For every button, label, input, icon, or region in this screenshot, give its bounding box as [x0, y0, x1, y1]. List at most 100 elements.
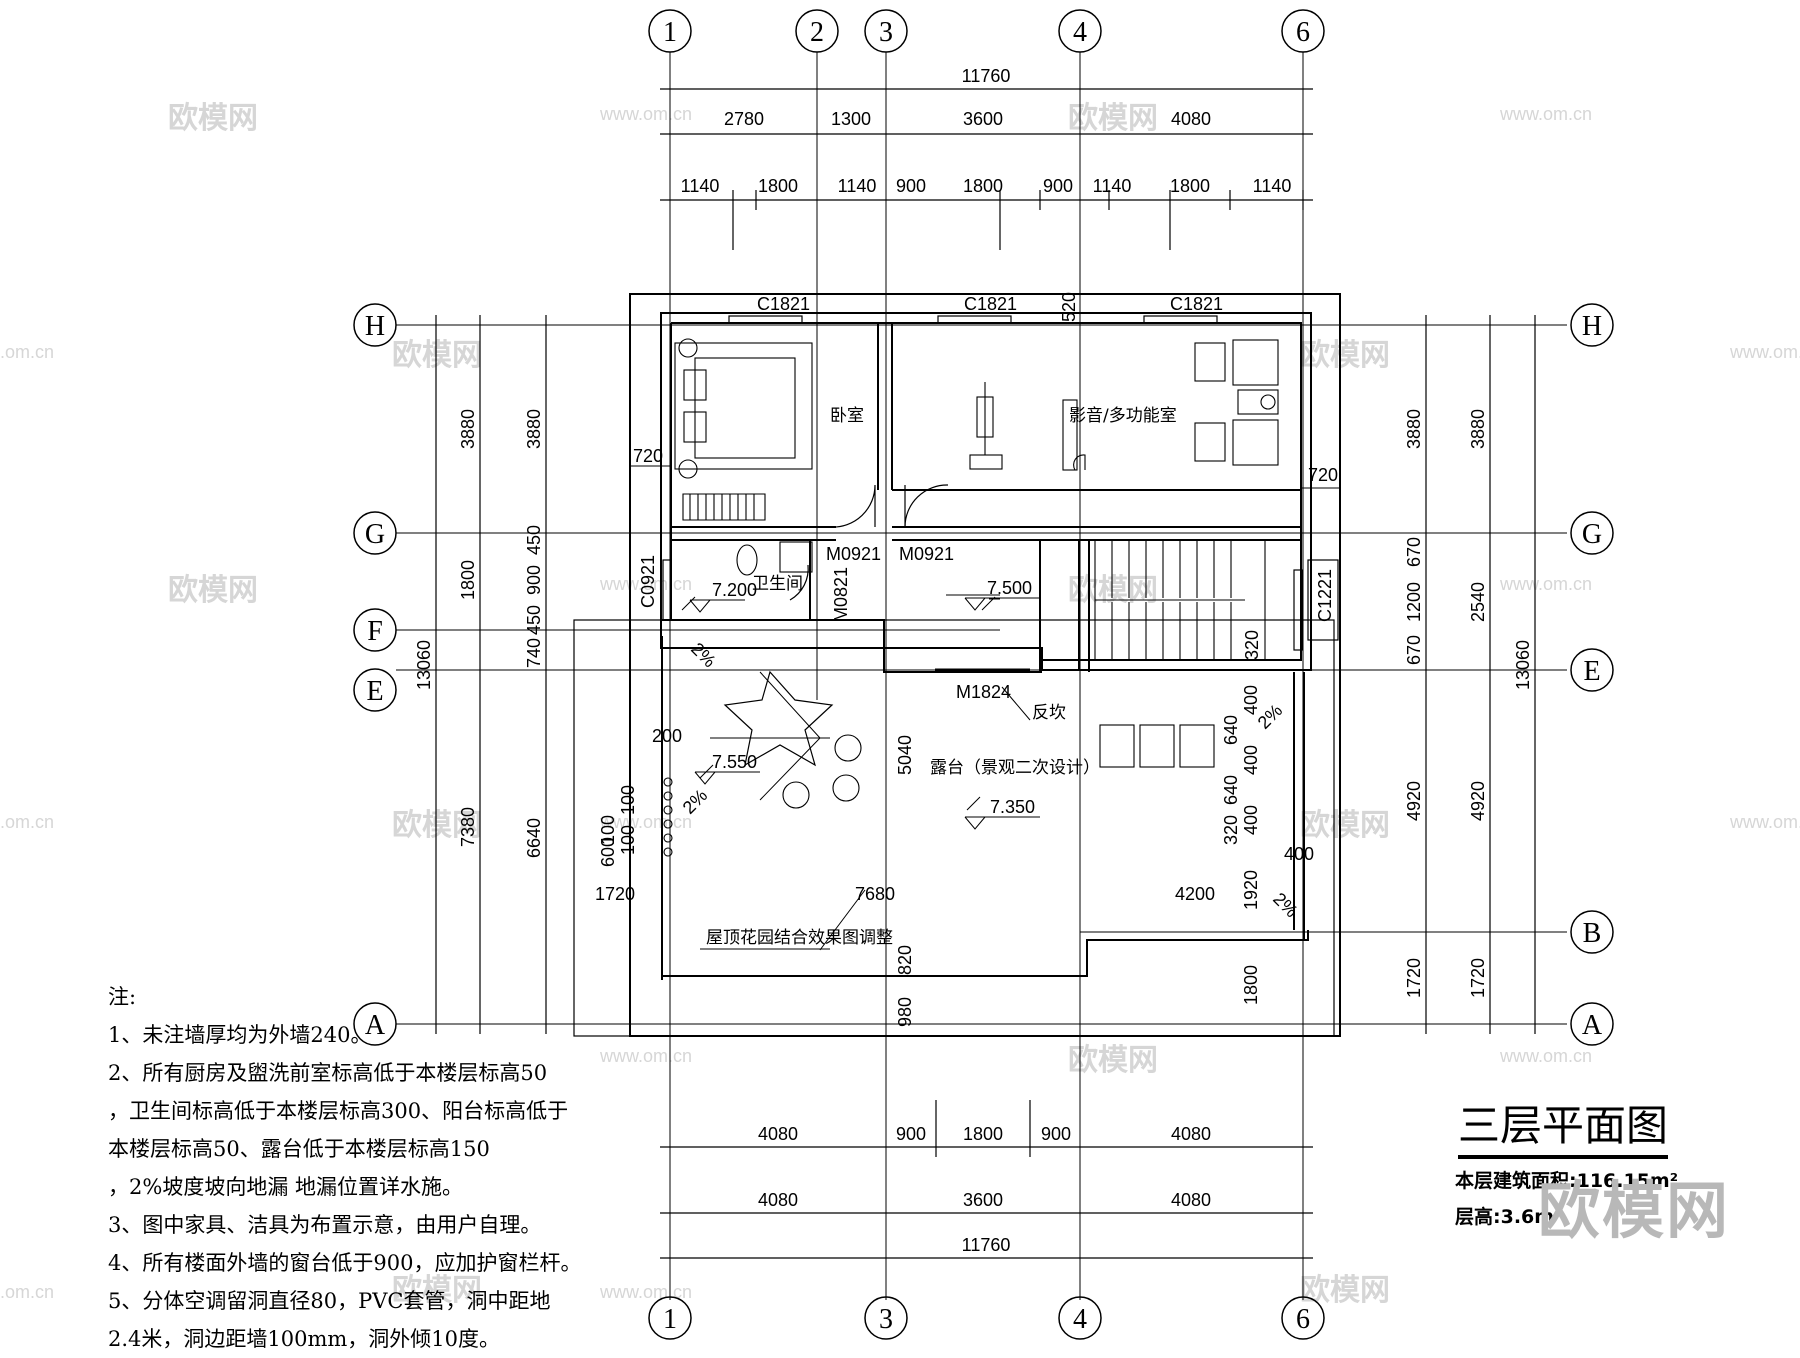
watermark-text: 欧模网 [392, 808, 482, 843]
window-tag: C1221 [1315, 569, 1335, 622]
dimension-text: 740 [524, 638, 544, 668]
dimension-text: 1200 [1404, 582, 1424, 622]
axis-label: H [1582, 311, 1602, 342]
axis-label: 4 [1073, 1304, 1087, 1335]
watermark-url: .om.cn [0, 1282, 54, 1302]
dimension-text: 450 [524, 525, 544, 555]
watermark-url: www.om.cn [1729, 342, 1800, 362]
dimension-text: 1920 [1241, 870, 1261, 910]
dimension-text: 100 [598, 815, 618, 845]
dimension-text: 2780 [724, 109, 764, 129]
room-label-bedroom: 卧室 [830, 406, 864, 426]
dimension-text: 400 [1241, 685, 1261, 715]
dimension-text: 600 [598, 837, 618, 867]
doors [789, 484, 1030, 672]
window-tag: C1821 [964, 294, 1017, 314]
watermark-url: www.om.cn [599, 1046, 692, 1066]
dimension-text: 820 [895, 945, 915, 975]
brand-logo: 欧模网 [1538, 1174, 1731, 1247]
dimension-text: 100 [618, 785, 638, 815]
top-dimension-lines [660, 88, 1313, 250]
floor-area: 本层建筑面积:116.15m² [1455, 1170, 1679, 1192]
bottom-dimension-lines [660, 1100, 1313, 1259]
watermark-text: 欧模网 [1300, 338, 1390, 373]
axis-label: 2 [810, 17, 824, 48]
dimension-text: 670 [1404, 537, 1424, 567]
door-tag: M0921 [826, 544, 881, 564]
watermark-url: www.om.cn [1729, 812, 1800, 832]
dimension-text: 900 [524, 565, 544, 595]
note-line: ，2%坡度坡向地漏 地漏位置详水施。 [108, 1175, 463, 1199]
watermark-text: 欧模网 [1300, 1273, 1390, 1308]
watermarks: 欧模网 欧模网 欧模网 欧模网 欧模网 欧模网 欧模网 欧模网 欧模网 欧模网 … [0, 101, 1800, 1308]
dimension-text: 900 [1041, 1124, 1071, 1144]
slope-text: 2% [1269, 889, 1302, 922]
axis-label: G [1582, 519, 1602, 550]
watermark-text: 欧模网 [168, 573, 258, 608]
watermark-url: www.om.cn [1499, 1046, 1592, 1066]
dimension-text: 720 [1308, 465, 1338, 485]
windows [662, 315, 1339, 651]
dimension-text: 1140 [681, 176, 720, 196]
axis-label: 3 [879, 1304, 893, 1335]
leaders [630, 465, 1340, 951]
note-line: 1、未注墙厚均为外墙240。 [108, 1023, 372, 1047]
watermark-url: www.om.cn [599, 574, 692, 594]
door-tag: M0821 [831, 567, 851, 622]
axis-label: E [366, 676, 383, 707]
dimension-text: 1720 [1404, 958, 1424, 998]
watermark-text: 欧模网 [392, 338, 482, 373]
dimension-text: 3600 [963, 1190, 1003, 1210]
elevation-text: 7.200 [712, 580, 757, 600]
dimension-text: 1140 [838, 176, 877, 196]
dimension-text: 3880 [458, 409, 478, 449]
dimension-text: 3880 [524, 409, 544, 449]
axis-label: 1 [663, 1304, 677, 1335]
dimension-text: 5040 [895, 735, 915, 775]
note-line: 3、图中家具、洁具为布置示意，由用户自理。 [108, 1213, 542, 1237]
watermark-text: 欧模网 [1068, 1043, 1158, 1078]
dimension-text: 1140 [1093, 176, 1132, 196]
drawing-info: 本层建筑面积:116.15m² 层高:3.6m [1455, 1163, 1678, 1235]
floor-height: 层高:3.6m [1455, 1206, 1555, 1228]
note-line: ，卫生间标高低于本楼层标高300、阳台标高低于 [108, 1099, 569, 1123]
furniture [663, 338, 1279, 857]
dimension-text: 13060 [414, 640, 434, 690]
note-reverse: 反坎 [1032, 703, 1066, 723]
dimension-text: 1800 [1170, 176, 1210, 196]
room-label-media: 影音/多功能室 [1069, 406, 1177, 426]
dimension-text: 4080 [758, 1124, 798, 1144]
dimension-text: 3880 [1468, 409, 1488, 449]
dimension-text: 720 [633, 446, 663, 466]
dimension-text: 1300 [831, 109, 871, 129]
watermark-url: www.om.cn [599, 104, 692, 124]
dimension-text: 640 [1221, 775, 1241, 805]
axis-label: 6 [1296, 1304, 1310, 1335]
axis-label: 4 [1073, 17, 1087, 48]
dimension-text: 400 [1284, 844, 1314, 864]
axis-label: F [367, 616, 383, 647]
room-label-bath: 卫生间 [752, 574, 803, 594]
room-label-garden: 屋顶花园结合效果图调整 [706, 928, 893, 948]
axis-label: A [365, 1010, 386, 1041]
dimension-text: 7380 [458, 807, 478, 847]
watermark-url: www.om.cn [1499, 574, 1592, 594]
axis-bubbles [353, 9, 1614, 1340]
dimension-text: 900 [896, 176, 926, 196]
dimension-text: 4080 [1171, 1190, 1211, 1210]
dimension-text: 450 [524, 605, 544, 635]
dimension-text: 980 [895, 997, 915, 1027]
elevation-text: 7.350 [990, 797, 1035, 817]
dimension-text: 320 [1221, 815, 1241, 845]
dimension-text: 3880 [1404, 409, 1424, 449]
watermark-text: 欧模网 [392, 1273, 482, 1308]
dimension-text: 3600 [963, 109, 1003, 129]
dimension-text: 4080 [1171, 1124, 1211, 1144]
axis-label: E [1583, 656, 1600, 687]
elevation-text: 7.550 [712, 752, 757, 772]
window-tag: C1821 [757, 294, 810, 314]
dimension-text: 11760 [962, 66, 1011, 86]
dimension-text: 670 [1404, 635, 1424, 665]
watermark-url: www.om.cn [599, 812, 692, 832]
